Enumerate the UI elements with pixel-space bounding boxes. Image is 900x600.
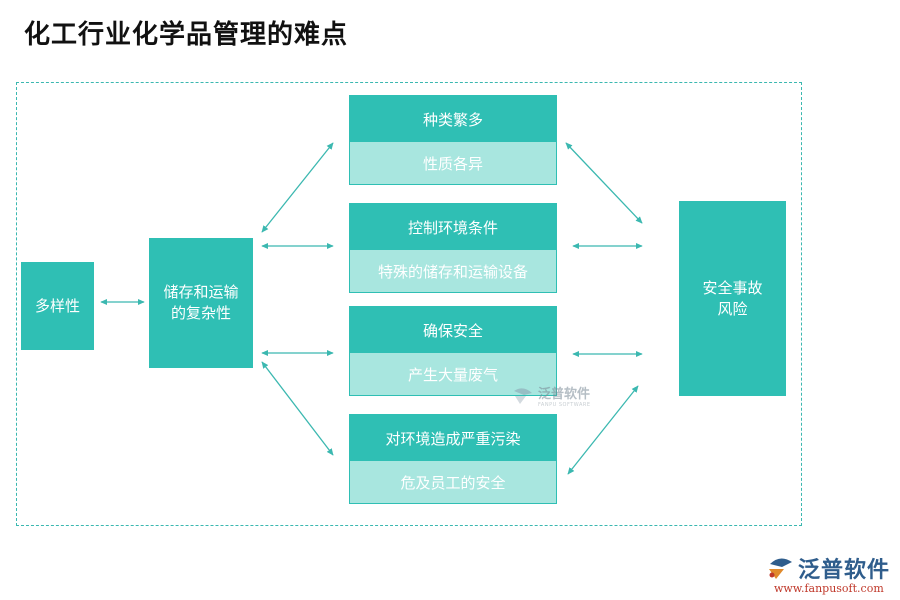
pair-2-bottom: 特殊的储存和运输设备 [350, 250, 556, 292]
page-title: 化工行业化学品管理的难点 [24, 20, 349, 50]
brand-logo: 泛普软件 [766, 552, 890, 584]
arrow-complexity-pair4 [261, 361, 334, 456]
brand-name: 泛普软件 [798, 558, 891, 583]
node-complexity-line1: 储存和运输 [163, 283, 239, 301]
pair-box-1: 种类繁多 性质各异 [349, 95, 557, 185]
pair-1-top: 种类繁多 [350, 96, 556, 142]
arrow-pair1-risk [565, 142, 643, 224]
pair-3-top: 确保安全 [350, 307, 556, 353]
node-risk-line1: 安全事故 [702, 278, 763, 297]
watermark-text: 泛普软件 [538, 387, 591, 402]
arrow-complexity-pair1 [261, 142, 334, 233]
arrow-pair4-risk [567, 385, 639, 475]
watermark-logo-icon [514, 387, 532, 404]
pair-2-top: 控制环境条件 [350, 204, 556, 250]
node-diversity-label: 多样性 [34, 296, 80, 315]
pair-1-bottom: 性质各异 [350, 142, 556, 184]
brand-logo-icon [769, 558, 792, 579]
watermark: 泛普软件 FANPU SOFTWARE [512, 383, 591, 408]
diagram-frame [16, 82, 802, 526]
pair-box-4: 对环境造成严重污染 危及员工的安全 [349, 414, 557, 504]
pair-box-2: 控制环境条件 特殊的储存和运输设备 [349, 203, 557, 293]
node-complexity: 储存和运输 的复杂性 [149, 238, 253, 368]
watermark-subtext: FANPU SOFTWARE [538, 402, 591, 408]
brand-site: www.fanpusoft.com [774, 582, 884, 595]
node-complexity-line2: 的复杂性 [170, 304, 231, 322]
pair-4-top: 对环境造成严重污染 [350, 415, 556, 461]
pair-4-bottom: 危及员工的安全 [350, 461, 556, 503]
node-risk: 安全事故 风险 [679, 201, 786, 396]
node-risk-line2: 风险 [717, 299, 748, 318]
pair-box-3: 确保安全 产生大量废气 [349, 306, 557, 396]
node-diversity: 多样性 [21, 262, 94, 350]
